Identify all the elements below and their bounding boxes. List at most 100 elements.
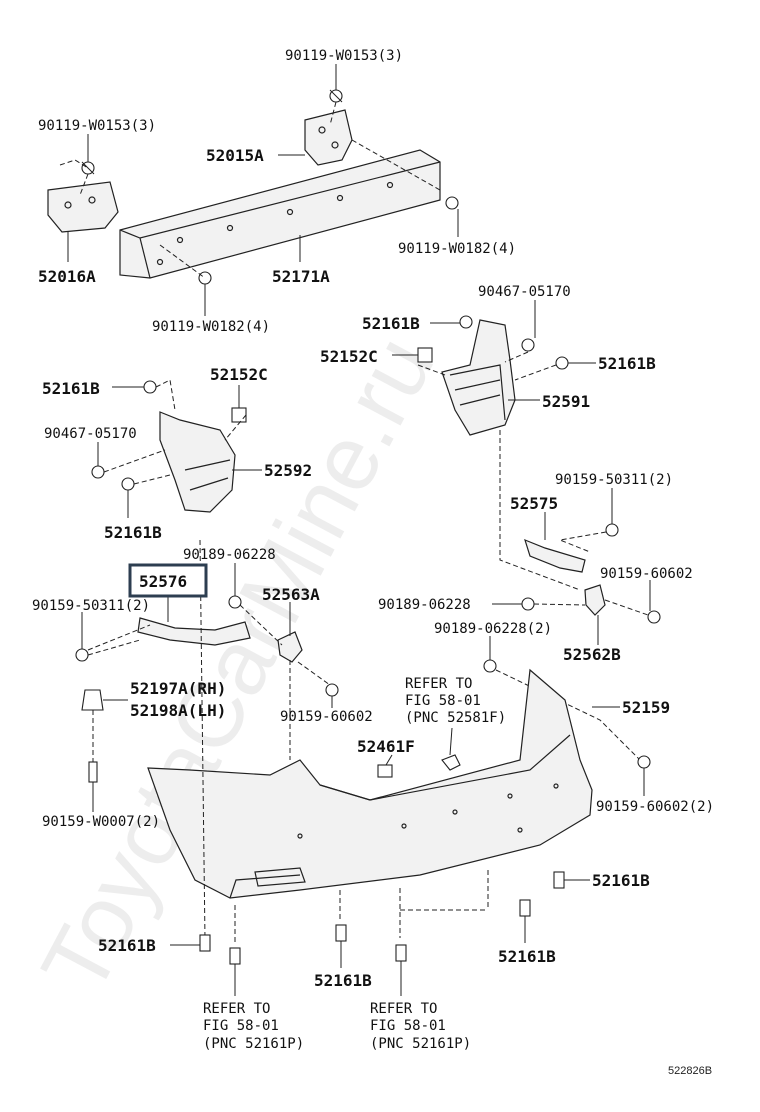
screw-90159-50311-r[interactable] [605,523,619,537]
label-90189-06228-b[interactable]: 90189-06228 [378,597,471,613]
dash-line-52562b [533,599,649,616]
screw-90159-60602-r[interactable] [647,610,661,624]
leader-lines [67,64,651,996]
label-90467-05170-left[interactable]: 90467-05170 [44,426,137,442]
label-90119-w0182-right[interactable]: 90119-W0182(4) [398,241,516,257]
highlight-box-52576 [128,563,208,598]
label-refer-52581f-line3: (PNC 52581F) [405,710,506,726]
label-52161b-b1[interactable]: 52161B [98,936,156,955]
bolt-90119-w0182-left[interactable] [198,271,212,285]
label-52576[interactable]: 52576 [139,572,187,591]
label-90159-60602-a[interactable]: 90159-60602 [600,566,693,582]
clip-52197a-52198a[interactable] [81,689,104,711]
part-52016a-bracket[interactable] [47,181,119,233]
label-refer-52161p-1-line2: FIG 58-01 [203,1018,279,1034]
part-52592-bracket-left[interactable] [159,411,236,513]
fastener-52161b-b4[interactable] [553,871,565,889]
diagram-id: 522826B [668,1065,712,1077]
label-52461f[interactable]: 52461F [357,737,415,756]
fastener-90467-05170-r[interactable] [521,338,535,352]
label-52563a[interactable]: 52563A [262,585,320,604]
clip-90189-06228-a[interactable] [228,595,242,609]
dash-line-52575 [558,531,607,553]
label-52161b-r2[interactable]: 52161B [598,354,656,373]
label-52161b-b2[interactable]: 52161B [314,971,372,990]
label-90159-50311-right[interactable]: 90159-50311(2) [555,472,673,488]
label-refer-52161p-1-line3: (PNC 52161P) [203,1036,304,1052]
label-52562b[interactable]: 52562B [563,645,621,664]
dash-line-w0182 [159,244,206,279]
clip-90189-06228-c[interactable] [483,659,497,673]
dash-line-52576 [87,624,151,656]
label-52197a[interactable]: 52197A(RH) [130,679,226,698]
bolt-90119-w0153-top[interactable] [329,89,343,103]
part-52581f-ref [441,754,461,771]
part-52461f-reflector[interactable] [377,764,393,778]
screw-90159-w0007[interactable] [88,761,98,783]
label-90119-w0182-left[interactable]: 90119-W0182(4) [152,319,270,335]
label-90159-50311-left[interactable]: 90159-50311(2) [32,598,150,614]
fastener-52152c-l[interactable] [231,407,247,423]
bolt-90119-w0182-right[interactable] [445,196,459,210]
fastener-52161b-r2[interactable] [555,356,569,370]
fastener-52152c-r[interactable] [417,347,433,363]
part-52015a-bracket[interactable] [304,109,353,166]
label-90189-06228-c[interactable]: 90189-06228(2) [434,621,552,637]
fastener-90467-05170-l[interactable] [91,465,105,479]
label-90189-06228-a[interactable]: 90189-06228 [183,547,276,563]
fastener-52161b-l2[interactable] [121,477,135,491]
fastener-52161b-b2[interactable] [335,924,347,942]
part-52562b-spacer[interactable] [584,584,606,616]
part-52563a-spacer[interactable] [277,631,303,663]
label-90119-w0153-top[interactable]: 90119-W0153(3) [285,48,403,64]
label-52171a[interactable]: 52171A [272,267,330,286]
label-52161b-r1[interactable]: 52161B [362,314,420,333]
label-52161b-l1[interactable]: 52161B [42,379,100,398]
screw-90159-60602-c[interactable] [637,755,651,769]
part-52159-bumper-cover[interactable] [147,668,593,899]
dash-line-52591 [417,351,581,591]
fastener-52161b-l1[interactable] [143,380,157,394]
part-52591-bracket-right[interactable] [441,319,516,436]
label-refer-52581f-line1: REFER TO [405,676,472,692]
part-52576-retainer[interactable] [137,617,251,646]
part-52575-retainer[interactable] [524,538,586,573]
dash-line-cover-bottom [234,870,489,945]
dash-line-52016a [59,159,89,196]
screw-90159-50311-l[interactable] [75,648,89,662]
label-52159[interactable]: 52159 [622,698,670,717]
label-refer-52161p-2-line2: FIG 58-01 [370,1018,446,1034]
fastener-52161b-b1[interactable] [199,934,211,952]
label-90159-60602-c[interactable]: 90159-60602(2) [596,799,714,815]
dash-line-52592 [103,379,247,485]
label-52161b-b3[interactable]: 52161B [498,947,556,966]
label-52152c-right[interactable]: 52152C [320,347,378,366]
dash-line-52563a [239,604,331,686]
label-refer-52161p-1-line1: REFER TO [203,1001,270,1017]
label-90159-60602-b[interactable]: 90159-60602 [280,709,373,725]
label-52161b-b4[interactable]: 52161B [592,871,650,890]
screw-90159-60602-a[interactable] [325,683,339,697]
fastener-52161b-b3[interactable] [519,899,531,917]
label-52591[interactable]: 52591 [542,392,590,411]
label-refer-52161p-2-line3: (PNC 52161P) [370,1036,471,1052]
label-90119-w0153-left[interactable]: 90119-W0153(3) [38,118,156,134]
label-90467-05170-right[interactable]: 90467-05170 [478,284,571,300]
label-52592[interactable]: 52592 [264,461,312,480]
fastener-refer-2 [395,944,407,962]
dash-line-52015a [329,101,441,191]
label-52152c-left[interactable]: 52152C [210,365,268,384]
fastener-52161b-r1[interactable] [459,315,473,329]
label-52016a[interactable]: 52016A [38,267,96,286]
part-52171a-reinforcement[interactable] [119,149,441,279]
dash-line-cover-left [199,539,291,941]
bolt-90119-w0153-left[interactable] [81,161,95,175]
label-52161b-l2[interactable]: 52161B [104,523,162,542]
label-90159-w0007[interactable]: 90159-W0007(2) [42,814,160,830]
label-52198a[interactable]: 52198A(LH) [130,701,226,720]
clip-90189-06228-b[interactable] [521,597,535,611]
label-52015a[interactable]: 52015A [206,146,264,165]
label-52575[interactable]: 52575 [510,494,558,513]
